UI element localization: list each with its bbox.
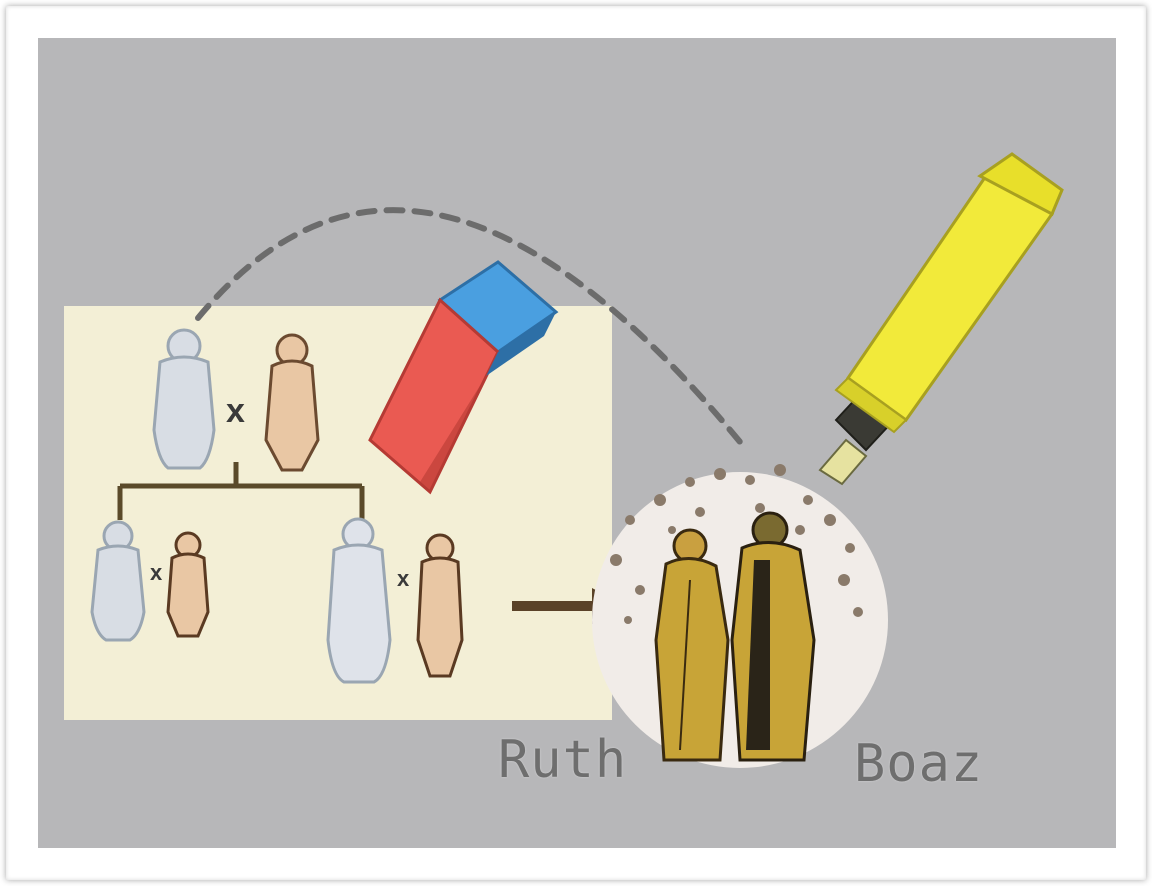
child-male-figure-right [328, 519, 390, 682]
label-ruth: Ruth [498, 730, 627, 790]
child-female-figure-left [168, 533, 208, 636]
tree-connector [120, 462, 362, 520]
cross-mark-left-couple: x [150, 560, 162, 586]
eraser-icon [370, 262, 556, 492]
child-female-figure-right [418, 535, 462, 676]
ancestor-male-figure [154, 330, 214, 468]
highlighter-icon [820, 154, 1062, 484]
cross-mark-right-couple: x [397, 566, 409, 592]
child-male-figure-left [92, 522, 144, 640]
ancestor-female-figure [266, 335, 318, 470]
cross-mark-ancestors: x [226, 392, 245, 431]
label-boaz: Boaz [854, 734, 983, 794]
